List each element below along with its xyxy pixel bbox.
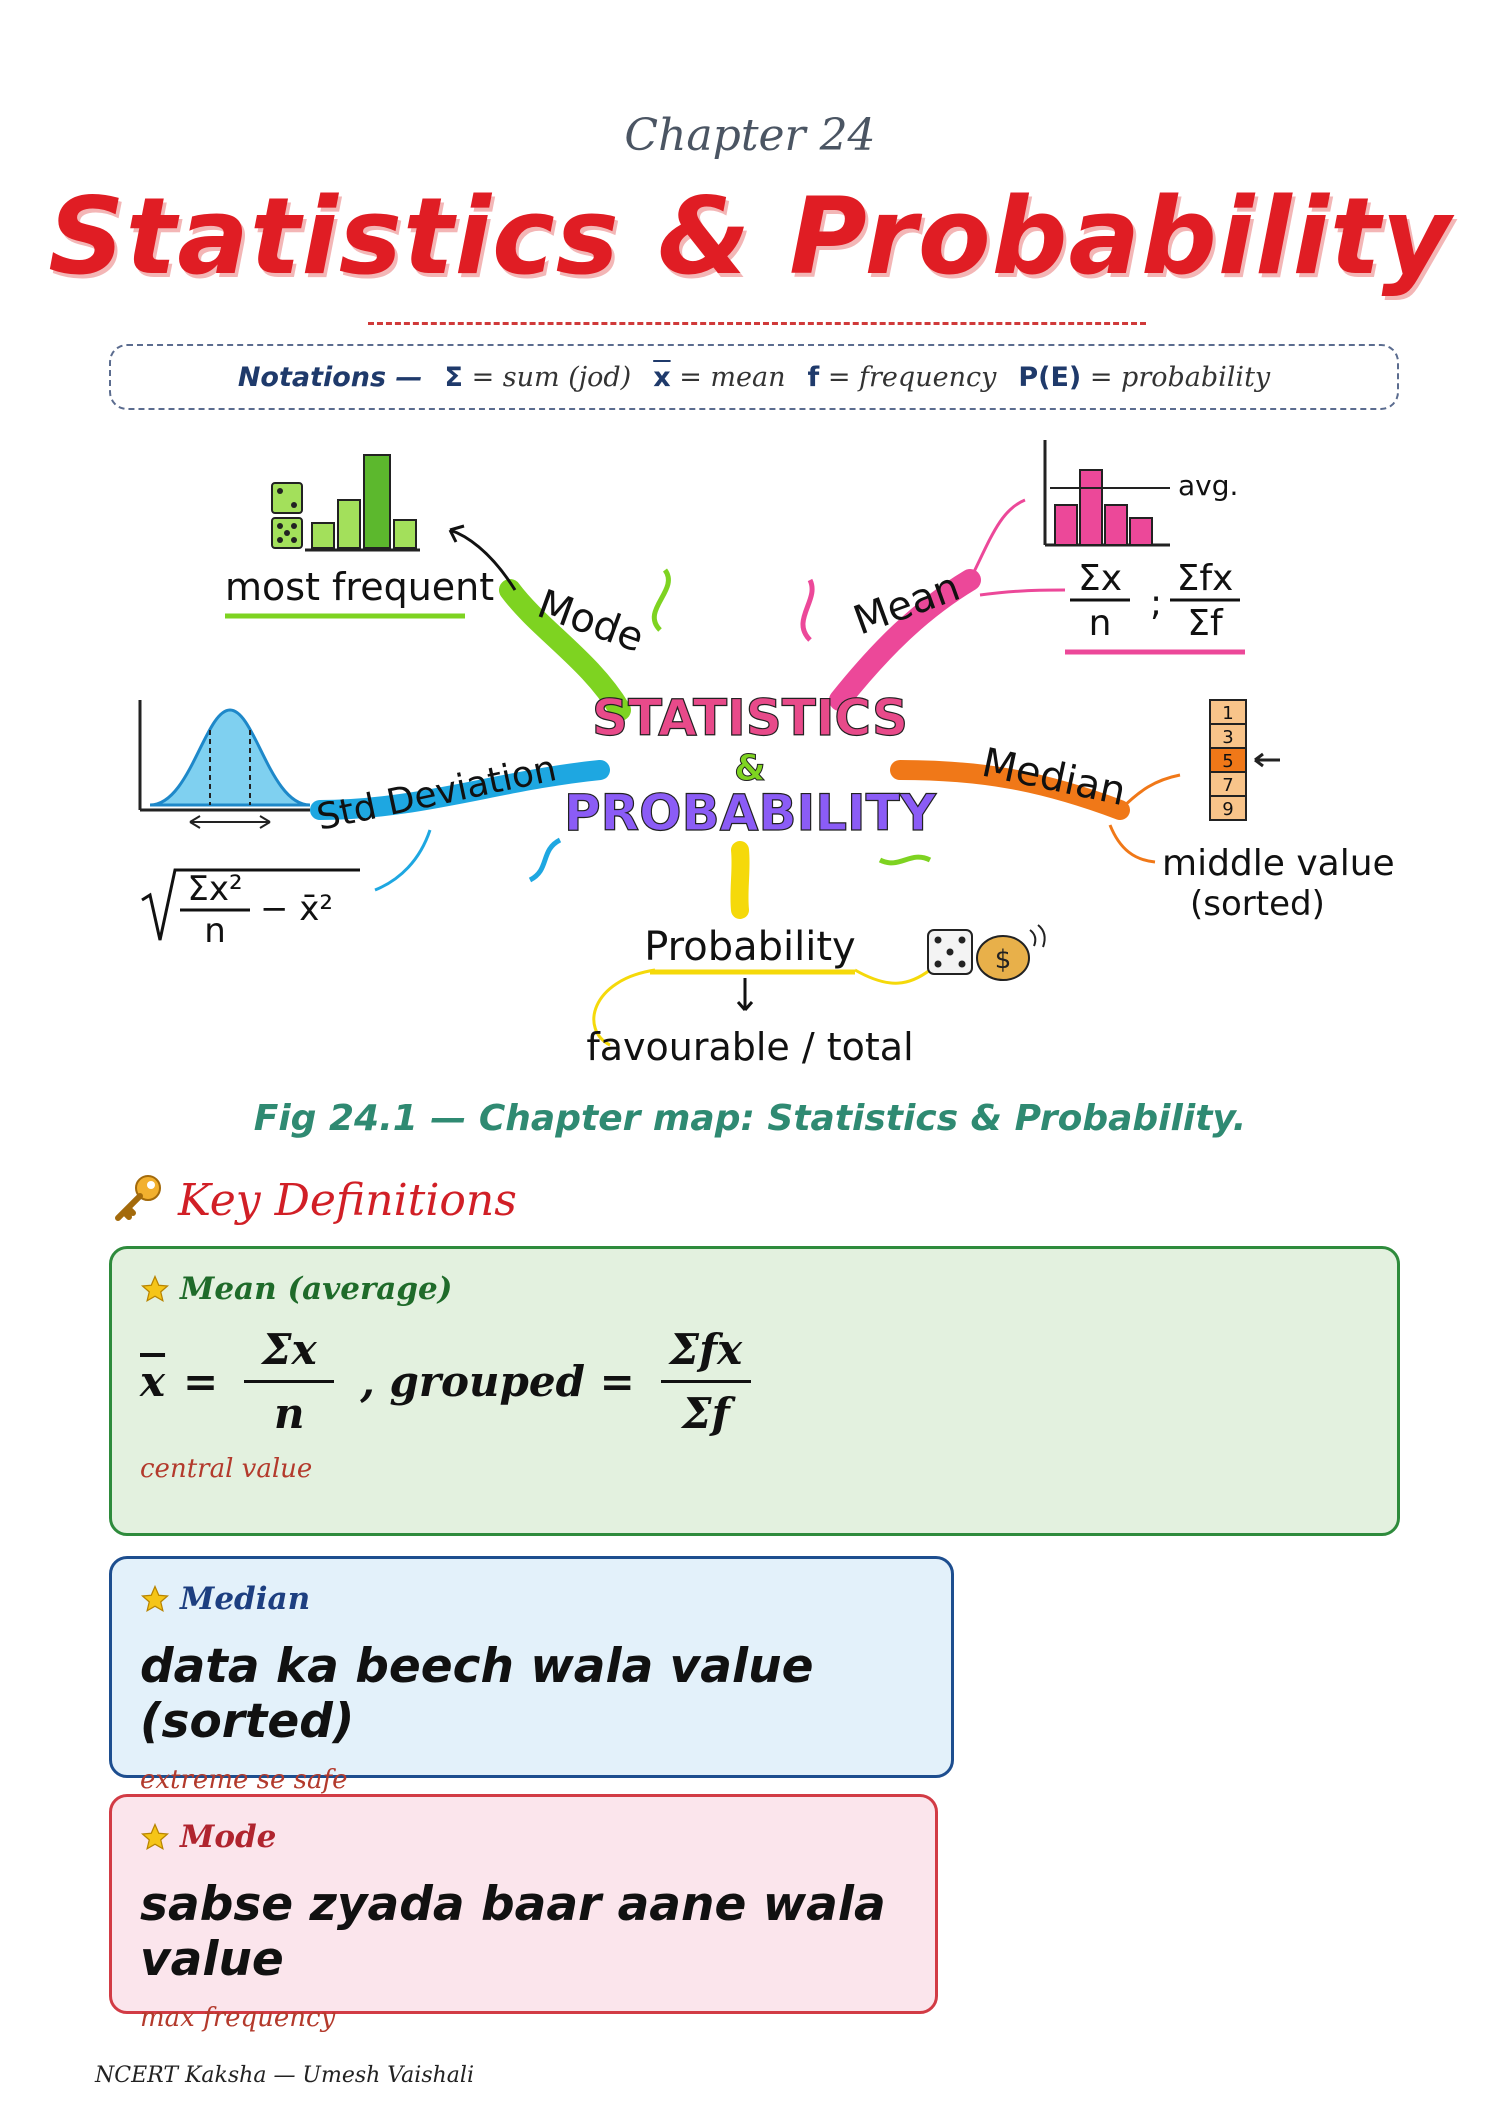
median-detail-line1: middle value	[1162, 843, 1395, 884]
mean-formula2-num: Σfx	[1177, 558, 1234, 599]
star-icon	[140, 1822, 170, 1851]
sorted-stack-icon: 1 3 5 7 9	[1209, 699, 1280, 821]
star-icon	[140, 1274, 170, 1303]
swirl-decoration	[651, 568, 671, 632]
swirl-decoration	[800, 578, 815, 642]
notation-frequency: f = frequency	[807, 361, 997, 393]
mean-branch	[829, 569, 981, 711]
card-body-mode: sabse zyada baar aane wala value	[140, 1877, 886, 1987]
definition-card-median: Median data ka beech wala value (sorted)…	[109, 1556, 954, 1795]
svg-text:7: 7	[1222, 775, 1233, 796]
page-title: Statistics & Probability	[48, 175, 1452, 298]
std-formula-num: Σx²	[187, 869, 242, 909]
median-arrow-down	[1108, 824, 1156, 864]
card-note-mode: max frequency	[140, 2003, 336, 2033]
card-title-median: Median	[140, 1581, 923, 1617]
mean-avg-label: avg.	[1178, 469, 1238, 502]
notation-sum: Σ = sum (jod)	[444, 361, 632, 393]
notation-mean: x = mean	[653, 361, 786, 393]
mode-detail: most frequent	[225, 565, 494, 609]
swirl-decoration	[878, 854, 932, 866]
std-branch	[310, 760, 610, 820]
definition-card-mean: Mean (average) x = Σx n , grouped = Σfx …	[109, 1246, 1400, 1536]
std-formula-tail: − x̄²	[260, 889, 333, 929]
card-note-median: extreme se safe	[140, 1765, 348, 1795]
chapter-label: Chapter 24	[624, 110, 876, 161]
mode-arrow	[449, 528, 517, 591]
svg-text:5: 5	[1222, 751, 1233, 772]
mean-formula1-num: Σx	[1078, 558, 1122, 599]
center-amp: &	[734, 748, 765, 789]
dice-icon	[927, 929, 973, 975]
mean-bar-chart-icon	[1043, 440, 1170, 547]
notations-box: Notations — Σ = sum (jod) x = mean f = f…	[109, 344, 1399, 410]
median-detail-line2: (sorted)	[1190, 884, 1325, 924]
mean-arrow-right	[979, 588, 1066, 597]
svg-text:9: 9	[1222, 799, 1233, 820]
mean-arrow-up	[968, 498, 1026, 581]
std-formula-den: n	[204, 911, 226, 951]
coin-icon: $	[976, 924, 1046, 981]
notations-lead: Notations —	[237, 361, 423, 393]
probability-detail: favourable / total	[586, 1025, 913, 1069]
key-icon	[115, 1175, 161, 1221]
std-label: Std Deviation	[313, 748, 560, 839]
card-note-mean: central value	[140, 1454, 313, 1484]
card-body-median: data ka beech wala value (sorted)	[140, 1639, 814, 1749]
svg-text:1: 1	[1222, 703, 1233, 724]
probability-arrow-right	[854, 968, 931, 985]
std-arrow	[374, 829, 432, 892]
dice-icon	[271, 482, 303, 549]
svg-text:3: 3	[1222, 727, 1233, 748]
median-label: Median	[978, 740, 1130, 815]
mean-formula-sep: ;	[1150, 583, 1162, 624]
mean-formula1-den: n	[1089, 603, 1112, 644]
footer-credit: NCERT Kaksha — Umesh Vaishali	[95, 2063, 474, 2088]
probability-arrow-down	[736, 978, 754, 1011]
notation-probability: P(E) = probability	[1018, 361, 1271, 393]
mean-formula2-den: Σf	[1187, 603, 1224, 644]
mind-map: STATISTICS & PROBABILITY Mode most frequ…	[138, 440, 1395, 1069]
mean-symbol: x	[140, 1357, 166, 1406]
mode-label: Mode	[532, 581, 650, 662]
mode-branch	[499, 579, 631, 721]
bell-curve-icon	[138, 700, 311, 829]
title-underline	[368, 322, 1146, 325]
mean-formula: x = Σx n , grouped = Σfx Σf	[140, 1325, 1369, 1438]
grouped-label: , grouped =	[360, 1357, 635, 1406]
equals-sign: =	[183, 1357, 219, 1406]
mode-bar-chart-icon	[305, 454, 420, 552]
center-probability: PROBABILITY	[564, 784, 937, 842]
mean-fraction-grouped: Σfx Σf	[653, 1325, 759, 1438]
probability-arrow-left	[592, 968, 656, 1047]
mode-arrowhead	[448, 524, 465, 543]
star-icon	[140, 1584, 170, 1613]
card-title-mode: Mode	[140, 1819, 907, 1855]
probability-branch	[730, 841, 750, 919]
probability-label: Probability	[644, 924, 855, 970]
center-statistics: STATISTICS	[592, 689, 908, 747]
median-branch	[890, 760, 1130, 820]
swirl-decoration	[528, 837, 562, 883]
median-arrow-up	[1118, 773, 1181, 812]
figure-caption: Fig 24.1 — Chapter map: Statistics & Pro…	[253, 1098, 1247, 1139]
key-definitions-title: Key Definitions	[178, 1174, 517, 1226]
svg-text:$: $	[995, 945, 1012, 975]
card-title-mean: Mean (average)	[140, 1271, 1369, 1307]
key-definitions-heading: Key Definitions	[110, 1172, 517, 1228]
definition-card-mode: Mode sabse zyada baar aane wala value ma…	[109, 1794, 938, 2033]
mean-fraction-ungrouped: Σx n	[236, 1325, 342, 1438]
